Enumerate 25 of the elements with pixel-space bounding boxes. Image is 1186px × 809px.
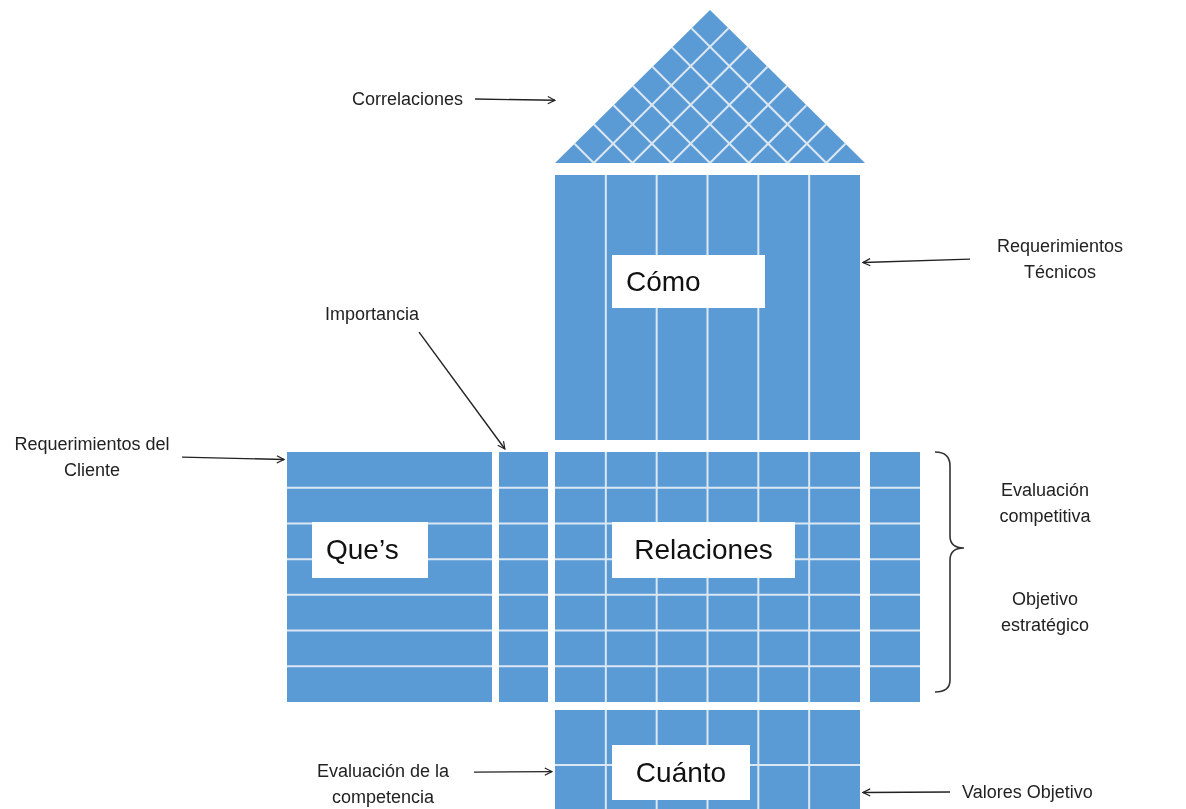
section-label: Cuánto [612, 745, 750, 800]
arrow [181, 455, 285, 464]
arrow [473, 767, 553, 776]
callout-text: Correlaciones [352, 86, 464, 113]
annotation-text: Objetivo estratégico [999, 588, 1091, 638]
grid-panel [870, 452, 920, 702]
section-label: Relaciones [612, 522, 795, 578]
grid-panel [555, 175, 860, 440]
callout-text: Valores Objetivo [962, 779, 1093, 806]
callout-text: Importancia [325, 301, 420, 328]
arrow [862, 788, 951, 797]
arrow [474, 96, 556, 105]
grid-panel [287, 452, 492, 702]
annotation-text: Evaluación competitiva [998, 479, 1092, 529]
arrow [862, 258, 971, 267]
grid-panel [555, 710, 860, 809]
section-label: Cómo [612, 255, 765, 308]
callout-text: Requerimientos Técnicos [985, 233, 1135, 286]
section-label: Que’s [312, 522, 428, 578]
callout-text: Requerimientos del Cliente [12, 431, 172, 484]
roof-triangle [555, 10, 865, 163]
callout-text: Evaluación de la competencia [298, 758, 468, 809]
grid-panel [555, 452, 860, 702]
grid-panel [499, 452, 548, 702]
arrow [418, 331, 506, 450]
